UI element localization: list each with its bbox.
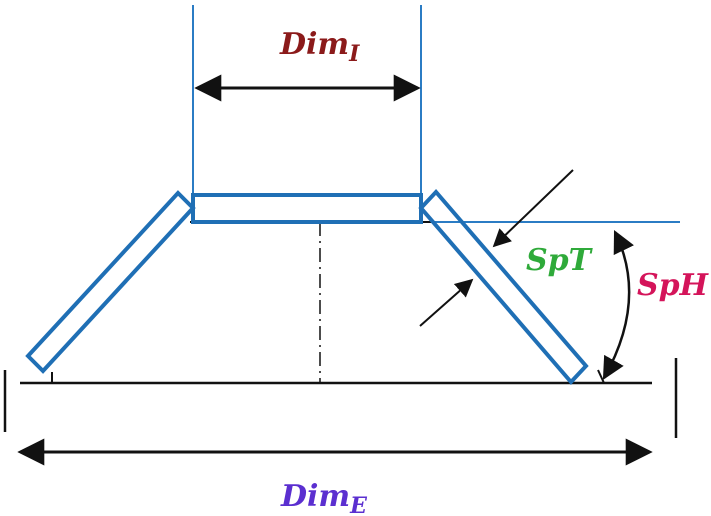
top-plate bbox=[191, 193, 423, 224]
dim-internal-main: Dim bbox=[279, 27, 349, 62]
sph-label: SpH bbox=[637, 268, 710, 303]
dim-internal-label: DimI bbox=[279, 27, 360, 67]
left-leg bbox=[25, 190, 196, 374]
dim-external-label: DimE bbox=[280, 479, 368, 516]
spt-arrow-inner bbox=[419, 278, 474, 327]
sph-arc bbox=[602, 229, 634, 380]
dim-internal-sub: I bbox=[348, 41, 360, 67]
leg-tick-right bbox=[597, 369, 605, 384]
right-leg bbox=[418, 189, 589, 385]
dim-external-main: Dim bbox=[280, 479, 350, 514]
spt-label: SpT bbox=[526, 243, 594, 278]
spt-arrow-outer bbox=[492, 169, 574, 248]
dim-external-sub: E bbox=[349, 493, 368, 516]
